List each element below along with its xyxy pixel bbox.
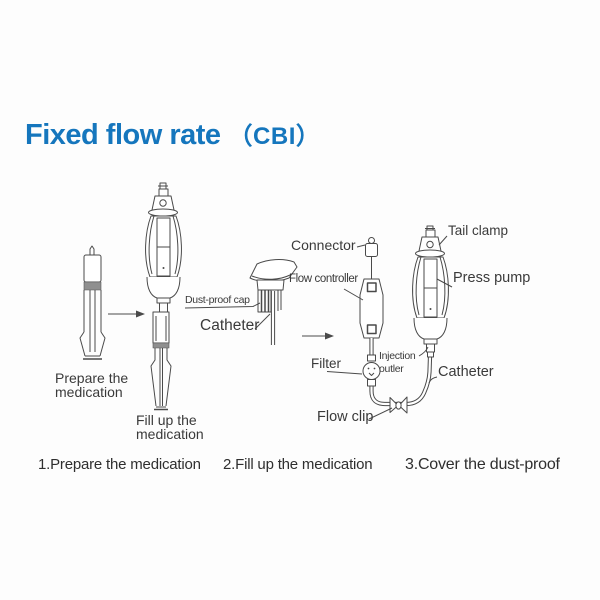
flow-clip-figure [389, 396, 408, 414]
label-flow-controller: Flow controller [289, 273, 358, 285]
label-fill-medication: Fill up the medication [136, 412, 204, 442]
label-filter: Filter [311, 356, 341, 371]
caption-step1: 1.Prepare the medication [38, 456, 201, 473]
label-catheter-right: Catheter [438, 364, 494, 380]
filled-pump-figure [145, 182, 182, 411]
flow-controller-figure [359, 278, 384, 339]
arrow-right-icon [302, 332, 334, 340]
connector-figure [365, 237, 378, 279]
tubing-figure [369, 338, 433, 407]
label-tail-clamp: Tail clamp [448, 223, 509, 238]
empty-pump-figure [79, 245, 106, 360]
title-text: Fixed flow rate [25, 119, 221, 151]
dust-proof-cap-figure [249, 259, 298, 345]
label-injection-outlet: Injection outler [379, 350, 416, 375]
label-flow-clip: Flow clip [317, 409, 374, 425]
label-dust-proof-cap: Dust-proof cap [185, 294, 250, 306]
caption-step2: 2.Fill up the medication [223, 456, 373, 473]
label-press-pump: Press pump [453, 270, 531, 286]
page-title: Fixed flow rate （CBI） [25, 116, 320, 152]
arrow-right-icon [108, 310, 145, 318]
label-connector: Connector [291, 237, 356, 253]
label-prepare-medication: Prepare the medication [55, 370, 129, 400]
title-cbi-text: （CBI） [228, 123, 321, 150]
label-catheter-left: Catheter [200, 317, 260, 334]
filter-figure [362, 354, 381, 387]
leader-lines [184, 235, 453, 420]
caption-step3: 3.Cover the dust-proof [405, 456, 560, 473]
press-pump-figure [412, 225, 449, 358]
